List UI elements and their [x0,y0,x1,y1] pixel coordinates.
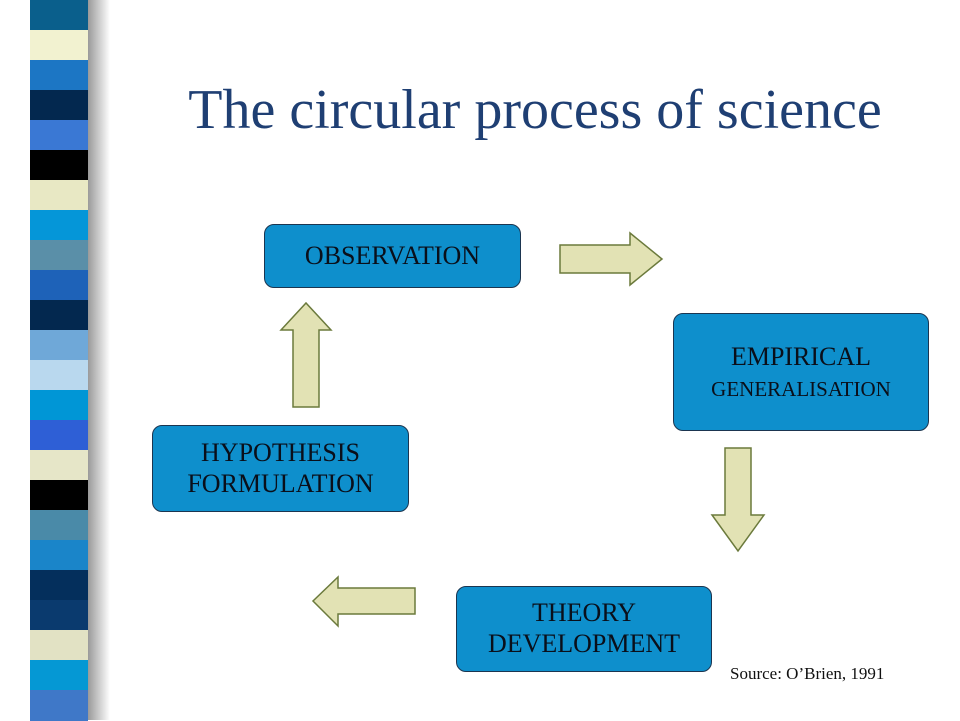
formulation-label: FORMULATION [187,468,374,498]
stripe-segment [30,690,88,721]
stripe-shadow [88,0,110,720]
arrow-down [710,447,766,553]
decorative-stripe-bar [30,0,88,721]
stripe-segment [30,300,88,331]
hypothesis-label: HYPOTHESIS [201,437,360,467]
arrow-left [311,575,416,628]
stripe-segment [30,90,88,121]
generalisation-label: GENERALISATION [711,376,891,401]
stripe-segment [30,510,88,541]
arrow-right [559,231,664,287]
theory-development-node: THEORY DEVELOPMENT [456,586,712,672]
stripe-segment [30,360,88,391]
stripe-segment [30,660,88,691]
stripe-segment [30,570,88,601]
stripe-segment [30,240,88,271]
stripe-segment [30,450,88,481]
hypothesis-formulation-node: HYPOTHESIS FORMULATION [152,425,409,512]
stripe-segment [30,390,88,421]
stripe-segment [30,180,88,211]
stripe-segment [30,0,88,31]
stripe-segment [30,480,88,511]
source-citation: Source: O’Brien, 1991 [730,664,885,683]
stripe-segment [30,330,88,361]
development-label: DEVELOPMENT [487,629,681,658]
empirical-label: EMPIRICAL [730,342,872,372]
observation-node: OBSERVATION [264,224,521,288]
stripe-segment [30,420,88,451]
stripe-segment [30,210,88,241]
empirical-generalisation-node: EMPIRICAL GENERALISATION [673,313,929,431]
stripe-segment [30,270,88,301]
theory-label: THEORY [532,598,636,628]
stripe-segment [30,150,88,181]
stripe-segment [30,600,88,631]
stripe-segment [30,30,88,61]
slide-title: The circular process of science [188,79,882,141]
stripe-segment [30,540,88,571]
stripe-segment [30,120,88,151]
arrow-up [279,301,333,408]
stripe-segment [30,630,88,661]
stripe-segment [30,60,88,91]
observation-label: OBSERVATION [304,240,481,270]
